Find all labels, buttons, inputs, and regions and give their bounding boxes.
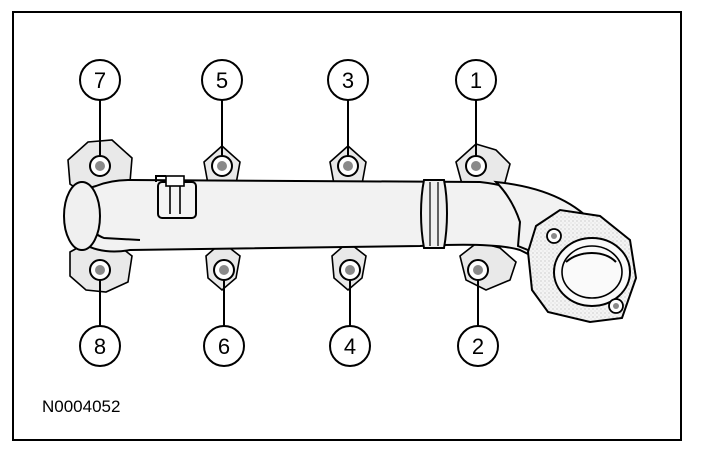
figure-reference-code: N0004052: [42, 397, 120, 416]
callout-label: 2: [472, 334, 484, 359]
outlet-port: [553, 237, 631, 307]
callout-label: 5: [216, 68, 228, 93]
sensor-bracket: [155, 175, 197, 219]
tube-end-cap: [63, 181, 101, 251]
manifold-illustration: [63, 139, 638, 324]
top-callouts: 7 5 3 1: [79, 59, 497, 101]
callout-label: 1: [470, 68, 482, 93]
callout-label: 8: [94, 334, 106, 359]
callout-label: 3: [342, 68, 354, 93]
callout-top-3: 3: [327, 59, 369, 101]
callout-label: 6: [218, 334, 230, 359]
callout-bottom-2: 6: [203, 325, 245, 367]
leader-lines: [99, 98, 479, 326]
outlet-flange: [526, 208, 638, 324]
upper-bolts: [89, 155, 487, 177]
callout-top-1: 7: [79, 59, 121, 101]
callout-bottom-4: 2: [457, 325, 499, 367]
bottom-callouts: 8 6 4 2: [79, 325, 499, 367]
tube-clamp-band: [420, 179, 448, 249]
callout-top-4: 1: [455, 59, 497, 101]
callout-bottom-3: 4: [329, 325, 371, 367]
callout-label: 4: [344, 334, 356, 359]
lower-bolts: [89, 259, 489, 281]
callout-label: 7: [94, 68, 106, 93]
callout-bottom-1: 8: [79, 325, 121, 367]
callout-top-2: 5: [201, 59, 243, 101]
